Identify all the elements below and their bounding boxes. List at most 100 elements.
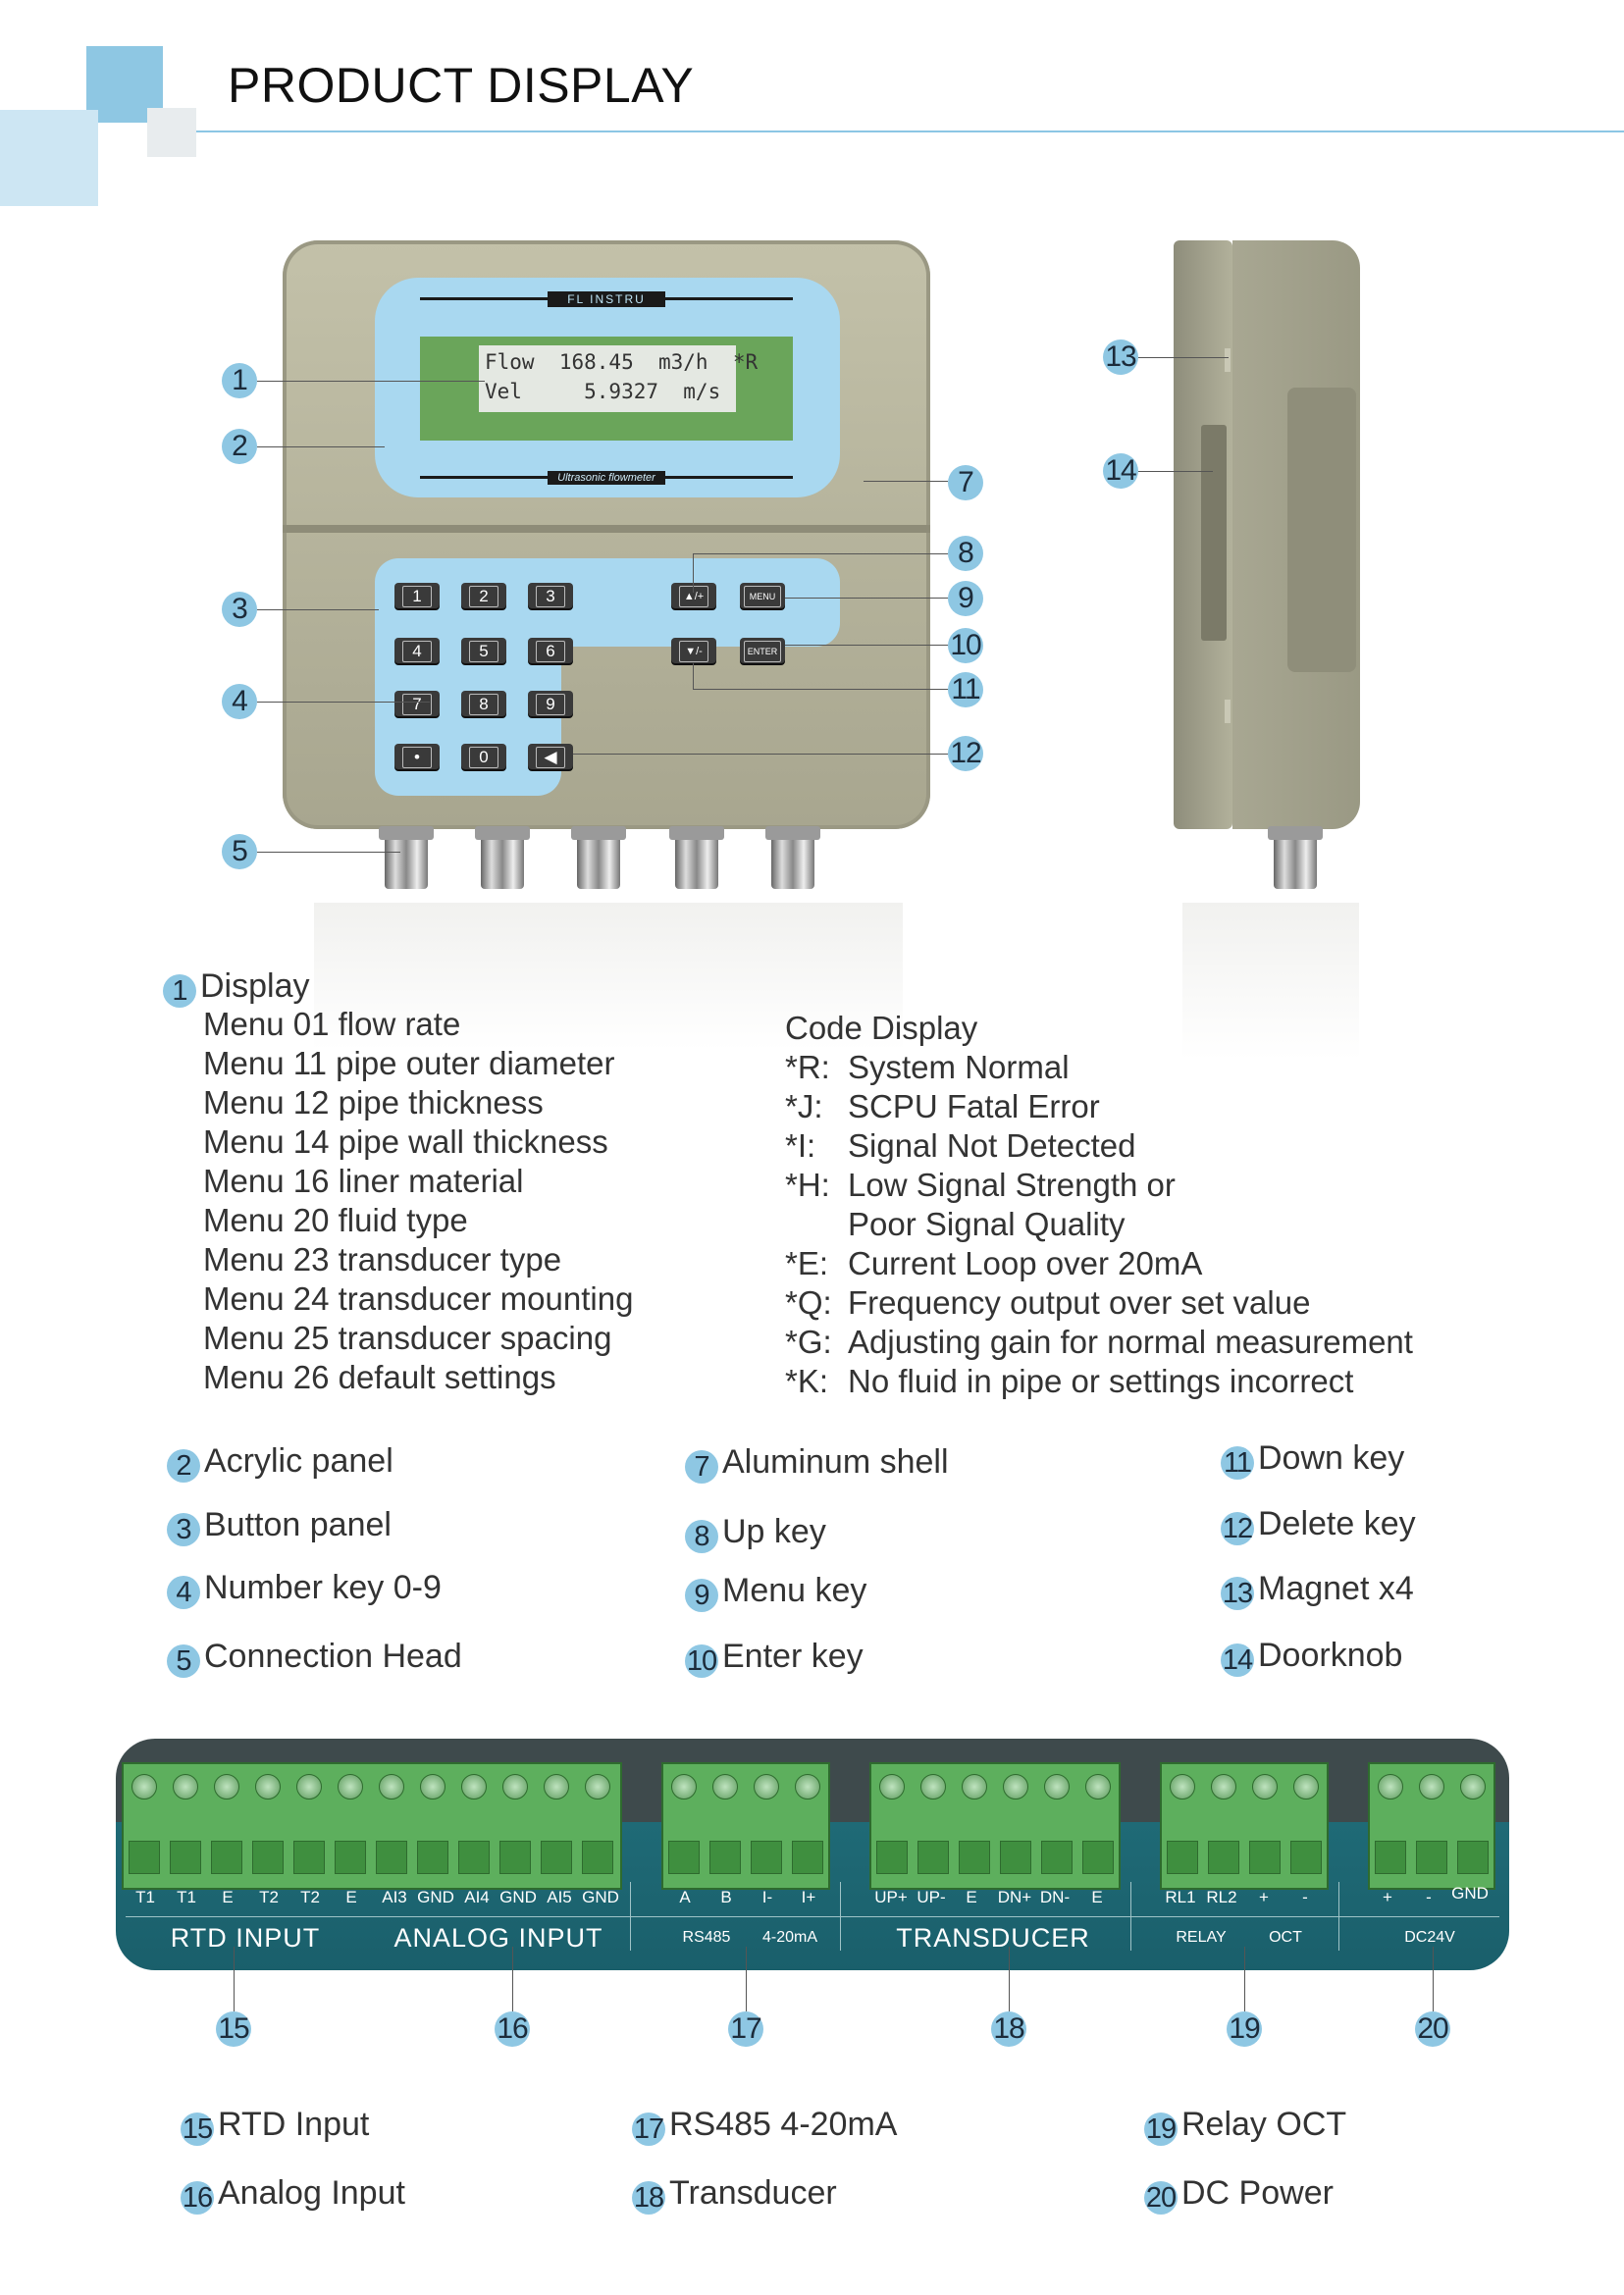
- key-0[interactable]: 0: [461, 744, 506, 769]
- terminal-slot: [876, 1841, 908, 1874]
- group-label-relay: RELAY: [1176, 1929, 1227, 1946]
- pin-label: DN-: [1039, 1888, 1071, 1906]
- key-2[interactable]: 2: [461, 583, 506, 608]
- terminal-screw: [420, 1774, 445, 1799]
- key-5[interactable]: 5: [461, 638, 506, 663]
- key-up[interactable]: ▲/+: [671, 583, 716, 608]
- callout-vline-15: [234, 1947, 235, 2011]
- menu-item: Menu 16 liner material: [203, 1163, 524, 1199]
- terminal-screw: [1460, 1774, 1486, 1799]
- code-key: *H:: [785, 1167, 830, 1203]
- callout-3: 3: [222, 592, 257, 627]
- pin-label: GND: [417, 1888, 454, 1906]
- callout-9: 9: [948, 581, 983, 616]
- callout-2: 2: [222, 429, 257, 464]
- key-6[interactable]: 6: [528, 638, 573, 663]
- code-desc: Current Loop over 20mA: [848, 1245, 1203, 1281]
- terminal-screw: [1044, 1774, 1070, 1799]
- key-7[interactable]: 7: [394, 691, 440, 716]
- pin-label: RL1: [1165, 1888, 1196, 1906]
- callout-vline-8: [693, 553, 694, 593]
- callout-14: 14: [1103, 453, 1138, 489]
- key-8[interactable]: 8: [461, 691, 506, 716]
- terminal-screw: [296, 1774, 322, 1799]
- lcd-line-2: Vel 5.9327 m/s: [485, 380, 721, 403]
- display-title: Display: [200, 967, 310, 1005]
- code-row: *K:No fluid in pipe or settings incorrec…: [785, 1362, 1413, 1401]
- terminal-slot: [792, 1841, 823, 1874]
- callout-11: 11: [948, 672, 983, 707]
- terminal-slot: [668, 1841, 700, 1874]
- terminal-slot: [417, 1841, 448, 1874]
- key-down[interactable]: ▼/-: [671, 638, 716, 663]
- callout-vline-17: [746, 1947, 747, 2011]
- key-menu[interactable]: MENU: [740, 583, 785, 608]
- callout-7: 7: [948, 465, 983, 500]
- callout-19: 19: [1227, 2011, 1262, 2047]
- menu-item: Menu 14 pipe wall thickness: [203, 1123, 608, 1160]
- key-enter[interactable]: ENTER: [740, 638, 785, 663]
- menu-item: Menu 23 transducer type: [203, 1241, 562, 1278]
- header-rule: [196, 130, 1624, 132]
- code-desc: Signal Not Detected: [848, 1127, 1136, 1164]
- callout-line-14: [1138, 471, 1213, 472]
- callout-5: 5: [222, 834, 257, 869]
- terminal-block-transducer: [869, 1762, 1121, 1890]
- terminal-screw: [379, 1774, 404, 1799]
- device-side: [1174, 240, 1360, 829]
- key-9[interactable]: 9: [528, 691, 573, 716]
- terminal-screw: [1293, 1774, 1319, 1799]
- callout-vline-18: [1009, 1947, 1010, 2011]
- callout-line-9: [785, 598, 948, 599]
- cable-gland-1: [379, 826, 434, 889]
- pin-label: E: [222, 1888, 234, 1906]
- terminal-slot: [1249, 1841, 1281, 1874]
- callout-line-12: [573, 754, 948, 755]
- key-dot[interactable]: •: [394, 744, 440, 769]
- terminal-screw: [461, 1774, 487, 1799]
- key-delete[interactable]: ◀: [528, 744, 573, 769]
- terminal-slot: [1041, 1841, 1073, 1874]
- terminal-screw: [1211, 1774, 1236, 1799]
- cable-gland-4: [669, 826, 724, 889]
- terminal-screw: [1003, 1774, 1028, 1799]
- pin-label: AI3: [382, 1888, 407, 1906]
- code-row: *G:Adjusting gain for normal measurement: [785, 1323, 1413, 1362]
- header-square-light: [0, 110, 98, 206]
- terminal-slot: [582, 1841, 613, 1874]
- callout-line-11: [693, 689, 948, 690]
- terminal-slot: [458, 1841, 490, 1874]
- code-desc: Poor Signal Quality: [848, 1206, 1126, 1242]
- terminal-screw: [1170, 1774, 1195, 1799]
- pin-label: UP+: [874, 1888, 908, 1906]
- brand-line-right: [665, 297, 793, 300]
- callout-vline-19: [1244, 1947, 1245, 2011]
- key-4[interactable]: 4: [394, 638, 440, 663]
- subtitle-label: Ultrasonic flowmeter: [548, 471, 665, 485]
- pin-label: I-: [761, 1888, 773, 1906]
- terminal-screw: [214, 1774, 239, 1799]
- terminal-screw: [754, 1774, 779, 1799]
- code-desc: Frequency output over set value: [848, 1284, 1311, 1321]
- code-key: *Q:: [785, 1284, 832, 1321]
- subtitle-line-left: [420, 476, 548, 479]
- terminal-screw: [255, 1774, 281, 1799]
- code-desc: Adjusting gain for normal measurement: [848, 1324, 1413, 1360]
- cable-gland-5: [765, 826, 820, 889]
- callout-line-1: [257, 381, 485, 382]
- key-3[interactable]: 3: [528, 583, 573, 608]
- group-label-analog: ANALOG INPUT: [393, 1923, 603, 1953]
- terminal-slot: [1375, 1841, 1406, 1874]
- shell-divider: [283, 525, 930, 533]
- terminal-slot: [751, 1841, 782, 1874]
- key-1[interactable]: 1: [394, 583, 440, 608]
- callout-18: 18: [991, 2011, 1026, 2047]
